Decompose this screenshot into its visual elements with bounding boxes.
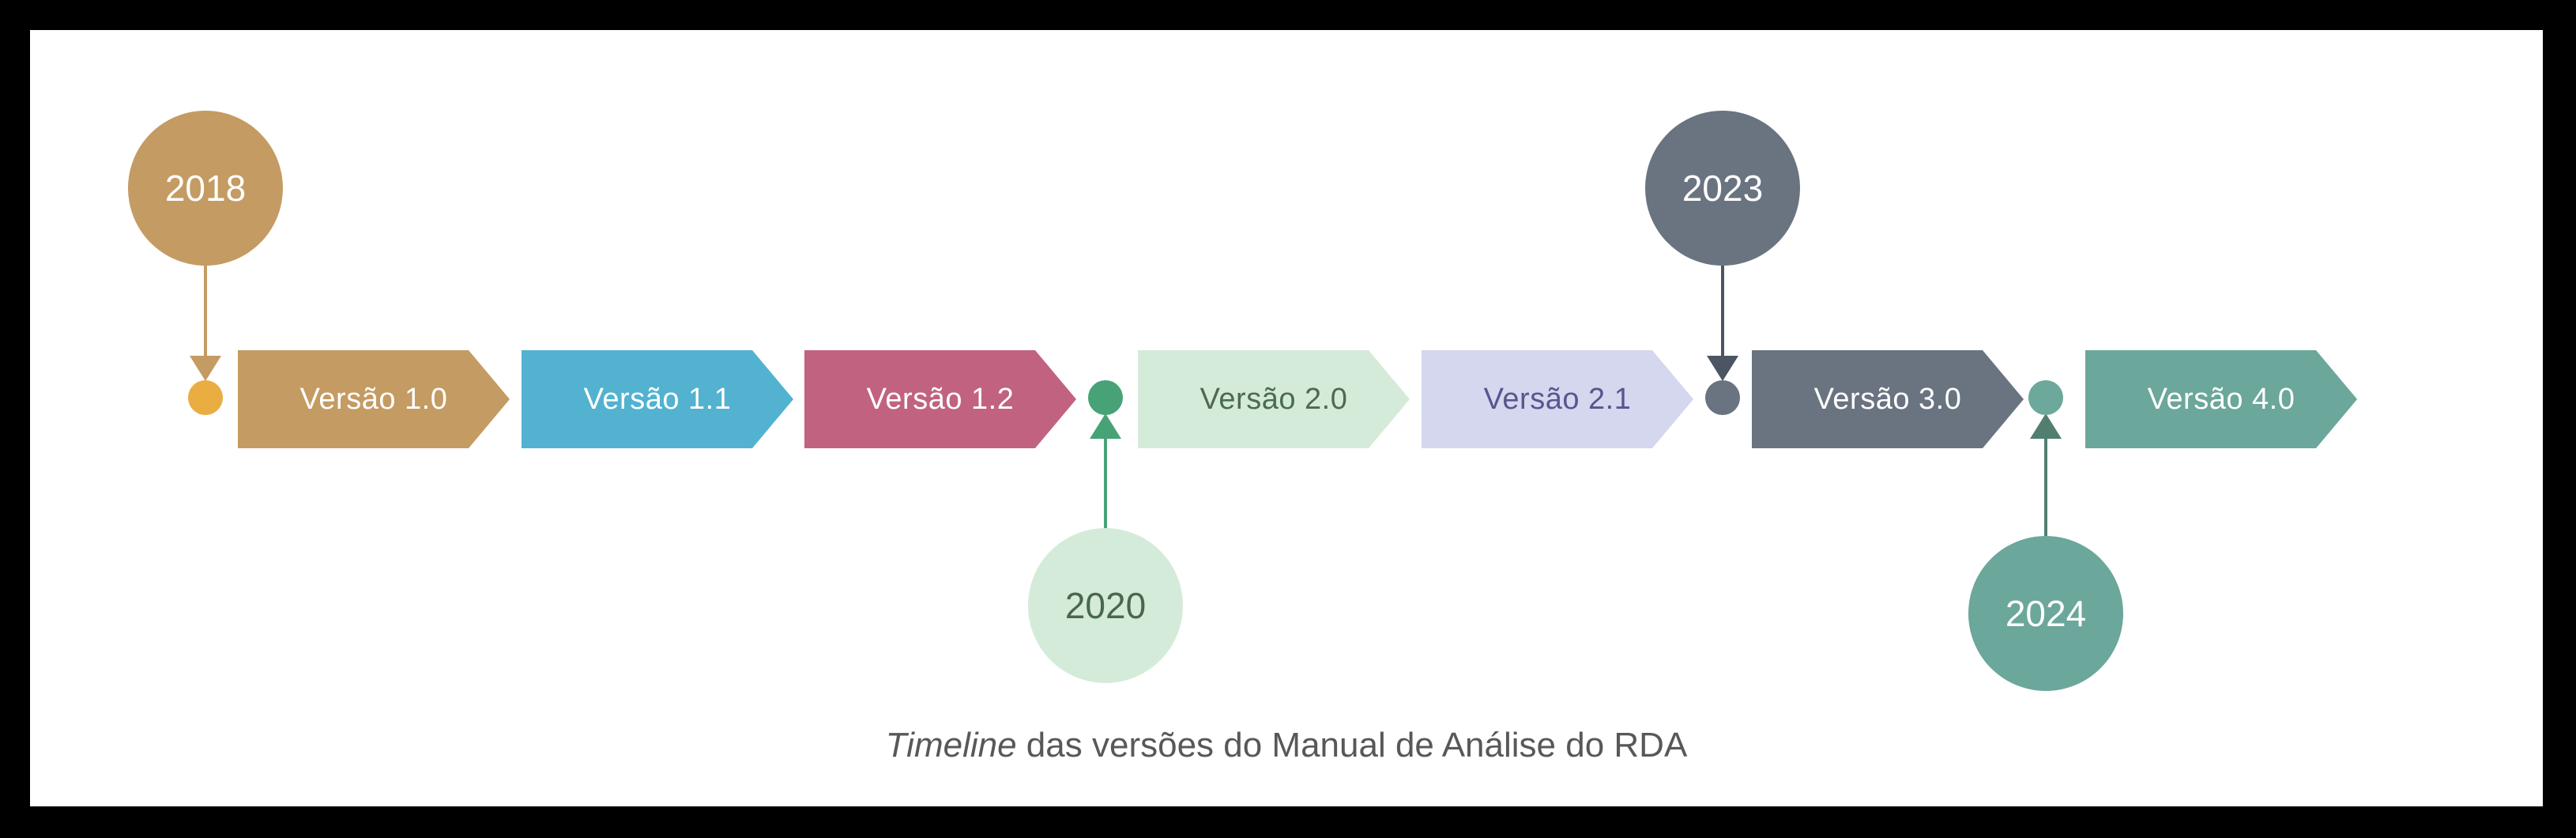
year-circle: 2023 [1645,111,1800,266]
version-arrow: Versão 1.2 [804,350,1076,448]
timeline-dot [1705,380,1740,415]
timeline-dot [1088,380,1123,415]
version-label: Versão 2.0 [1199,382,1348,416]
milestone-connector-line [2044,434,2047,536]
version-arrow: Versão 3.0 [1752,350,2024,448]
milestone-arrowhead [1090,413,1121,439]
milestone-arrowhead [2030,413,2062,439]
year-label: 2020 [1064,585,1147,626]
timeline-dot [2028,380,2063,415]
milestone-arrowhead [1707,356,1738,381]
version-arrow: Versão 1.1 [522,350,793,448]
version-label: Versão 1.1 [583,382,732,416]
timeline-dot [188,380,223,415]
caption-text: das versões do Manual de Análise do RDA [1016,726,1688,764]
milestone-connector-line [1721,266,1724,356]
milestone-connector-line [1104,434,1107,528]
year-circle: 2024 [1968,536,2123,691]
version-arrow: Versão 1.0 [238,350,510,448]
version-label: Versão 4.0 [2147,382,2295,416]
milestone-arrowhead [190,356,221,381]
year-circle: 2018 [128,111,283,266]
year-label: 2018 [164,168,247,209]
version-label: Versão 2.1 [1483,382,1632,416]
year-label: 2024 [2005,593,2087,634]
milestone-connector-line [204,266,207,356]
version-label: Versão 3.0 [1813,382,1962,416]
version-arrow: Versão 4.0 [2085,350,2357,448]
version-arrow: Versão 2.0 [1138,350,1410,448]
version-label: Versão 1.0 [299,382,448,416]
version-label: Versão 1.2 [866,382,1015,416]
year-circle: 2020 [1028,528,1183,683]
caption: Timeline das versões do Manual de Anális… [30,726,2543,765]
version-arrow: Versão 2.1 [1422,350,1693,448]
year-label: 2023 [1682,168,1764,209]
caption-italic: Timeline [885,726,1017,764]
